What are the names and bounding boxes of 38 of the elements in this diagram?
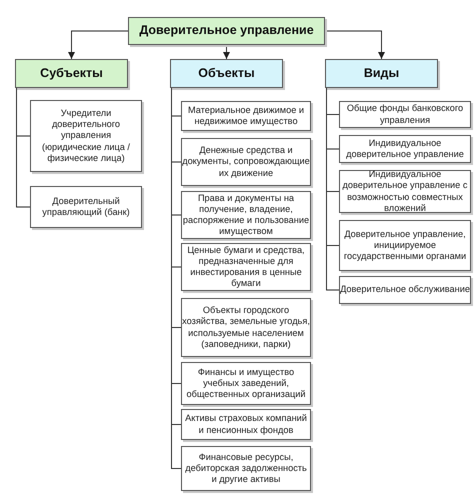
arrow [68, 30, 128, 60]
box-label: Общие фонды банковского управления [346, 103, 464, 126]
box-label: Объекты [198, 66, 255, 82]
item-box [181, 101, 311, 131]
box-label: Индивидуальное доверительное управление с возможностью совместных вложений [342, 169, 468, 214]
category-box [170, 59, 283, 88]
box-label: Субъекты [40, 66, 103, 82]
box-label: Материальное движимое и недвижимое имущество [186, 104, 306, 128]
item-box [181, 298, 311, 357]
item-box [339, 276, 471, 304]
box-label: Индивидуальное доверительное управление [345, 138, 465, 160]
item-box [30, 100, 142, 172]
category-box [128, 17, 325, 45]
item-box [339, 135, 471, 163]
item-box [339, 220, 471, 271]
box-label: Ценные бумаги и средства, предназначенные для инвестирования в ценные бумаги [186, 244, 306, 290]
box-label: Финансовые ресурсы, дебиторская задолженность и другие активы [184, 452, 308, 486]
connector-line [16, 88, 30, 208]
category-box [15, 59, 128, 88]
item-box [181, 446, 311, 491]
category-box [325, 59, 438, 88]
item-box [339, 101, 471, 128]
box-label: Денежные средства и документы, сопровождающие их движение [182, 145, 310, 179]
box-label: Доверительное управление, инициируемое государственными органами [342, 228, 468, 262]
box-label: Доверительный управляющий (банк) [41, 196, 131, 218]
item-box [181, 138, 311, 186]
box-label: Доверительное обслуживание [340, 284, 470, 296]
box-label: Доверительное управление [139, 23, 314, 39]
box-label: Активы страховых компаний и пенсионных фондов [184, 413, 308, 436]
box-label: Объекты городского хозяйства, земельные угодья, используемые населением (заповедники, парки) [182, 305, 310, 350]
box-label: Виды [364, 66, 400, 82]
item-box [30, 186, 142, 228]
box-label: Права и документы на получение, владение, распоряжение и пользование имуществом [182, 192, 310, 238]
box-label: Учредители доверительного управления (юридические лица / физические лица) [41, 108, 131, 164]
connector-line [326, 88, 340, 290]
arrow [223, 44, 230, 60]
arrow [324, 30, 385, 60]
box-label: Финансы и имущество учебных заведений, общественных организаций [185, 366, 307, 400]
